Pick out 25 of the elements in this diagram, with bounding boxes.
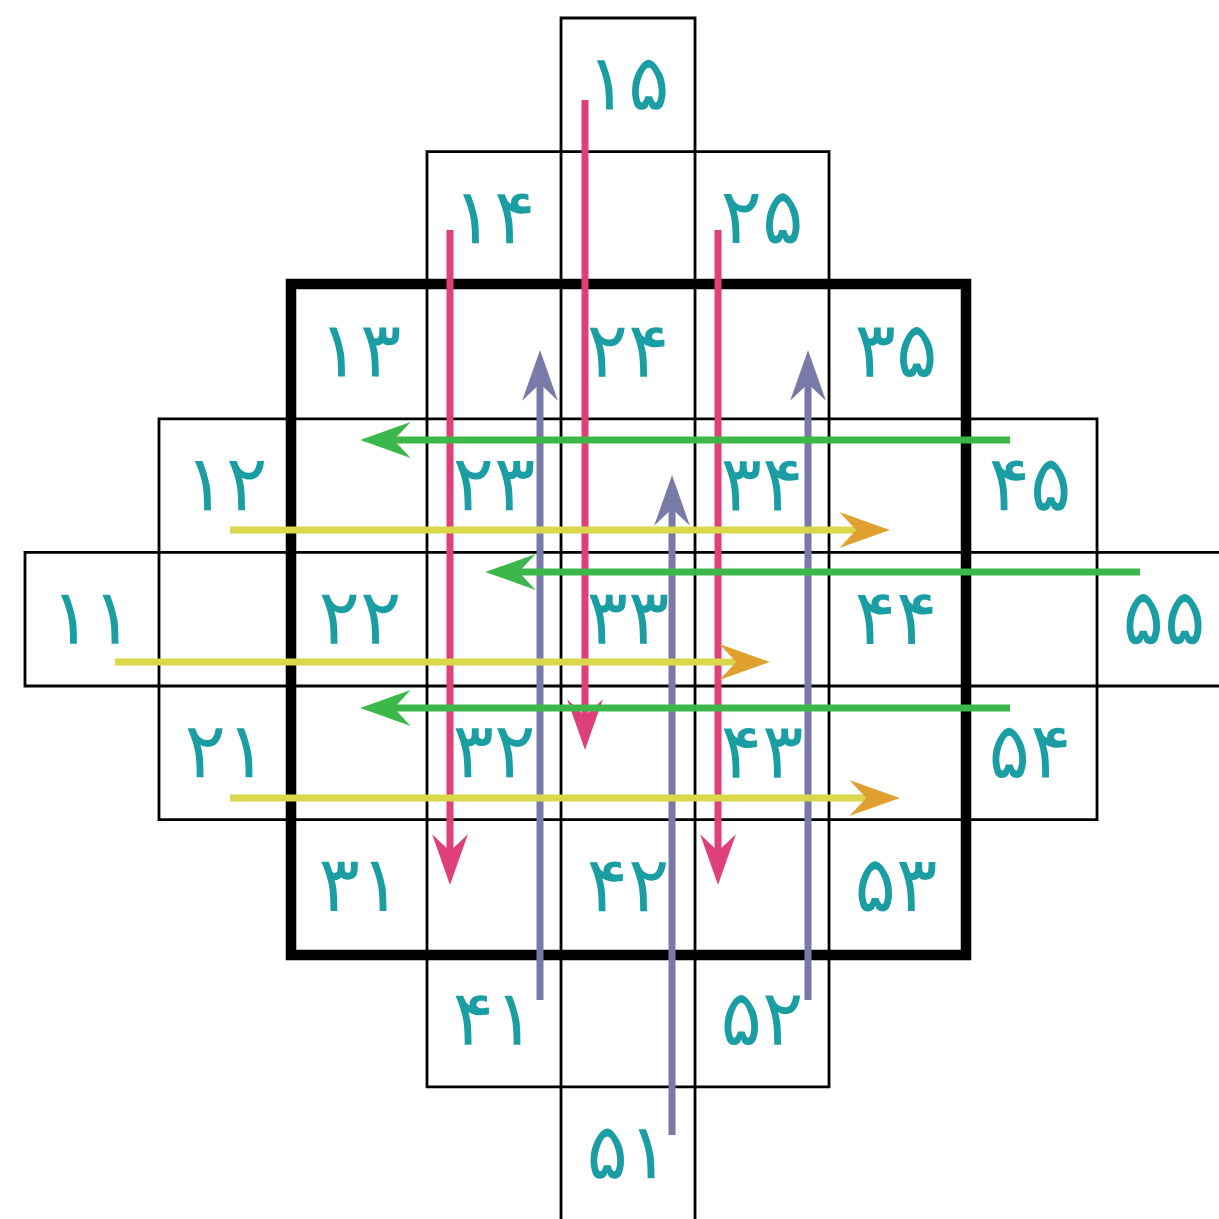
grid-cell: ۱۲ <box>157 417 295 554</box>
grid-cell: ۱۴ <box>425 150 563 287</box>
grid-cell: ۵۳ <box>827 818 965 955</box>
grid-cell: ۴۲ <box>559 818 697 955</box>
grid-cell: ۲۳ <box>425 417 563 554</box>
grid-cell: ۴۱ <box>425 951 563 1089</box>
grid-cell: ۳۲ <box>425 684 563 821</box>
grid-cell: ۴۵ <box>961 417 1099 554</box>
grid-cell: ۱۵ <box>559 16 697 153</box>
grid-cell: ۱۱ <box>23 551 161 688</box>
grid-cell: ۵۴ <box>961 684 1099 821</box>
grid-cell: ۱۳ <box>291 283 429 421</box>
grid-cell: ۲۲ <box>291 551 429 688</box>
grid-cell: ۵۵ <box>1095 551 1219 688</box>
grid-cell: ۵۲ <box>693 951 831 1089</box>
grid-cell: ۵۱ <box>559 1085 697 1219</box>
grid-cell: ۳۳ <box>559 551 697 688</box>
grid-cell: ۲۵ <box>693 150 831 287</box>
grid-cell: ۳۵ <box>827 283 965 421</box>
grid-cell: ۳۴ <box>693 417 831 554</box>
grid-cell: ۲۴ <box>559 283 697 421</box>
grid-cell: ۴۳ <box>693 684 831 821</box>
grid-cell: ۳۱ <box>291 818 429 955</box>
grid-cell: ۲۱ <box>157 684 295 821</box>
grid-cell: ۴۴ <box>827 551 965 688</box>
